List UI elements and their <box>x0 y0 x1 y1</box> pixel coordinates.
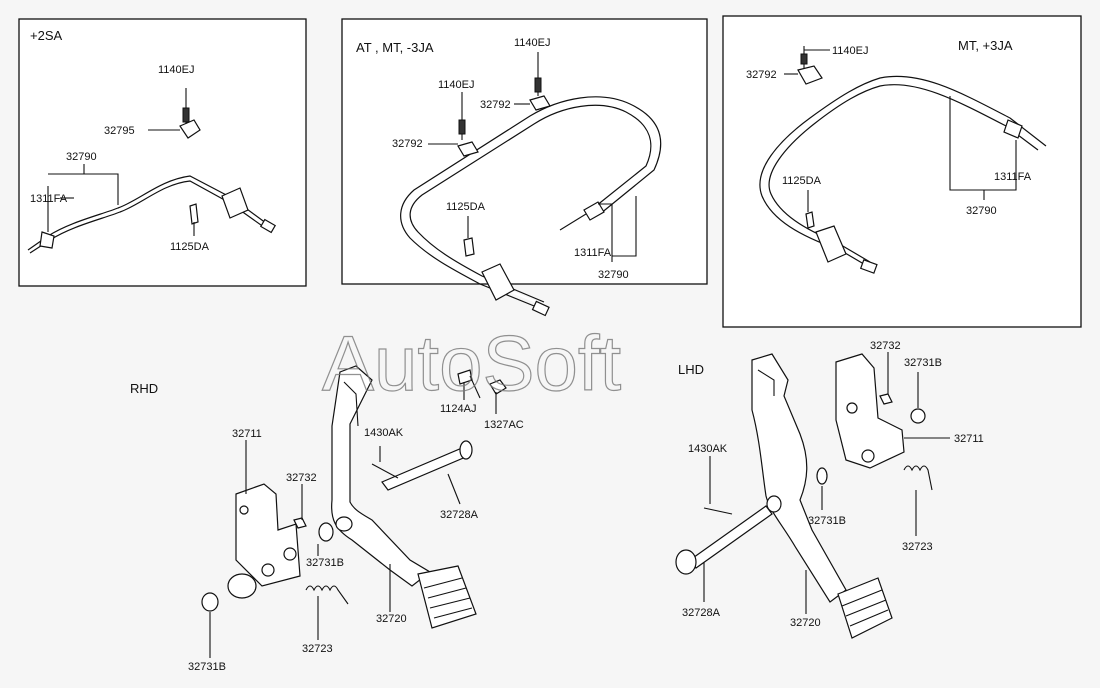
cable-mount-bracket <box>481 263 515 301</box>
rhd-label: RHD <box>130 381 158 396</box>
pedal-pad <box>417 565 477 629</box>
label-1124AJ: 1124AJ <box>440 403 477 415</box>
cable-mount-bracket <box>815 225 847 263</box>
middle-fasteners: 1124AJ 1327AC <box>440 369 524 431</box>
rhd-pedal-assembly: RHD 32711 32732 1430AK 3 <box>130 365 479 673</box>
label-32790: 32790 <box>966 205 997 217</box>
label-1311FA: 1311FA <box>994 171 1032 183</box>
label-32790: 32790 <box>66 151 97 163</box>
cable-adjuster-nut <box>583 201 605 221</box>
label-32723: 32723 <box>902 541 933 553</box>
label-1140EJ: 1140EJ <box>438 79 475 91</box>
brake-pedal-arm <box>751 353 847 603</box>
return-spring <box>305 585 349 605</box>
label-1311FA: 1311FA <box>30 193 68 205</box>
label-32732: 32732 <box>870 340 901 352</box>
label-32792: 32792 <box>746 69 777 81</box>
label-32732: 32732 <box>286 472 317 484</box>
brake-pedal-arm <box>331 365 432 587</box>
return-spring <box>903 465 933 491</box>
label-32731B: 32731B <box>904 357 942 369</box>
label-32711: 32711 <box>232 428 262 440</box>
label-32731B: 32731B <box>808 515 846 527</box>
label-32792: 32792 <box>480 99 511 111</box>
label-32711: 32711 <box>954 433 984 445</box>
label-1327AC: 1327AC <box>484 419 524 431</box>
label-32720: 32720 <box>376 613 407 625</box>
label-32790: 32790 <box>598 269 629 281</box>
box-2sa: +2SA 1140EJ 32795 32790 1311FA 1125DA <box>18 18 307 287</box>
label-32728A: 32728A <box>682 607 721 619</box>
pedal-bracket <box>835 353 905 469</box>
label-32792: 32792 <box>392 138 423 150</box>
label-32731B: 32731B <box>188 661 226 673</box>
lhd-pedal-assembly: LHD 32732 32731B 32711 1430AK 32731 <box>675 340 984 639</box>
box-mt-3ja-title: MT, +3JA <box>958 38 1013 53</box>
label-32723: 32723 <box>302 643 333 655</box>
label-1140EJ: 1140EJ <box>514 37 551 49</box>
label-1311FA: 1311FA <box>574 247 612 259</box>
label-1430AK: 1430AK <box>688 443 728 455</box>
label-1430AK: 1430AK <box>364 427 404 439</box>
lhd-label: LHD <box>678 362 704 377</box>
box-2sa-title: +2SA <box>30 28 62 43</box>
cable-adjuster-nut <box>1003 119 1023 139</box>
label-1125DA: 1125DA <box>782 175 822 187</box>
label-1125DA: 1125DA <box>170 241 210 253</box>
label-32795: 32795 <box>104 125 135 137</box>
cable-adjuster-nut <box>39 231 55 249</box>
watermark: AutoSoft <box>322 319 622 407</box>
label-32728A: 32728A <box>440 509 479 521</box>
box-mt-3ja: MT, +3JA 1140EJ 32792 1125DA 1311FA 3279… <box>722 15 1082 328</box>
label-32731B: 32731B <box>306 557 344 569</box>
label-1125DA: 1125DA <box>446 201 486 213</box>
cable-mount-bracket <box>221 187 249 219</box>
box-at-mt-3ja: AT , MT, -3JA 1140EJ 1140EJ 32792 32792 … <box>341 18 708 317</box>
label-32720: 32720 <box>790 617 821 629</box>
box-at-mt-3ja-title: AT , MT, -3JA <box>356 40 434 55</box>
label-1140EJ: 1140EJ <box>832 45 869 57</box>
label-1140EJ: 1140EJ <box>158 64 195 76</box>
